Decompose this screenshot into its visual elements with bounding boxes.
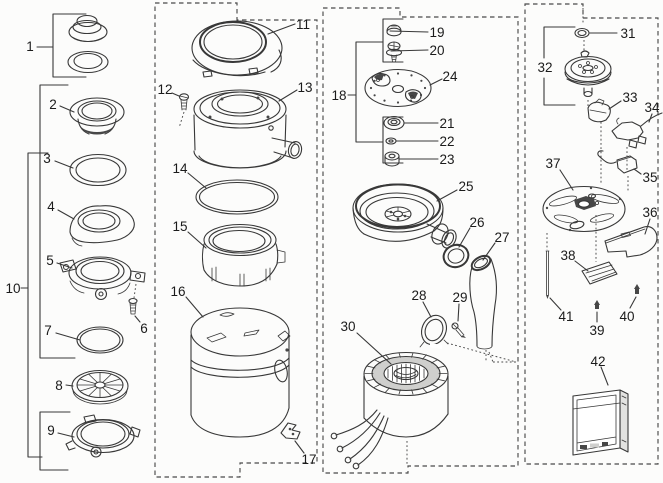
part-28-clamp-ring <box>419 314 449 349</box>
part-label-2: 2 <box>49 97 57 112</box>
leader-lines <box>54 23 653 454</box>
part-9-lower-mounting-ring <box>65 414 141 458</box>
part-12-housing-screw <box>178 93 190 129</box>
part-7-fiber-gasket <box>76 326 124 354</box>
part-29-clamp-screw <box>451 322 466 338</box>
part-15-support-collar <box>201 223 286 287</box>
part-label-41: 41 <box>558 309 573 324</box>
part-40-screw <box>634 284 640 294</box>
part-labels: 1 2 3 4 5 6 7 8 9 10 11 12 13 14 15 16 1… <box>5 17 660 467</box>
part-label-37: 37 <box>545 156 560 171</box>
part-label-25: 25 <box>458 179 473 194</box>
part-22-washer <box>385 137 397 145</box>
part-label-3: 3 <box>43 151 51 166</box>
part-label-18: 18 <box>331 88 346 103</box>
part-label-5: 5 <box>46 253 54 268</box>
part-label-13: 13 <box>297 80 312 95</box>
part-label-39: 39 <box>589 323 604 338</box>
part-3-flange-gasket <box>69 153 127 187</box>
part-36-cover-plate <box>604 226 658 258</box>
part-label-32: 32 <box>537 60 552 75</box>
part-label-31: 31 <box>620 26 635 41</box>
part-label-20: 20 <box>429 43 444 58</box>
part-label-1: 1 <box>26 39 34 54</box>
part-8-splash-baffle <box>71 369 129 405</box>
dashed-group-box-2 <box>154 2 318 478</box>
dashed-group-box-4 <box>524 3 659 465</box>
part-label-26: 26 <box>469 215 484 230</box>
part-label-23: 23 <box>439 152 454 167</box>
part-5-upper-mounting-ring <box>59 256 146 301</box>
part-label-36: 36 <box>642 205 657 220</box>
part-19-cap-nut <box>386 24 402 37</box>
part-label-29: 29 <box>452 290 467 305</box>
part-label-28: 28 <box>411 288 426 303</box>
part-label-4: 4 <box>47 199 55 214</box>
part-32-bearing-housing <box>564 50 612 108</box>
part-17-mounting-clip <box>280 422 301 440</box>
part-label-7: 7 <box>44 323 52 338</box>
part-label-15: 15 <box>172 219 187 234</box>
part-label-17: 17 <box>301 452 316 467</box>
part-label-11: 11 <box>296 17 310 32</box>
part-label-34: 34 <box>644 100 660 115</box>
part-label-16: 16 <box>170 284 185 299</box>
part-2-sink-flange <box>69 97 125 135</box>
part-label-24: 24 <box>442 69 458 84</box>
part-label-33: 33 <box>622 90 637 105</box>
part-label-10: 10 <box>5 281 20 296</box>
bracket-part-1 <box>36 13 87 78</box>
part-38-splice-plate <box>581 261 618 285</box>
part-20-screw <box>385 41 403 63</box>
part-31-lock-nut <box>574 8 590 51</box>
part-6-mounting-screw <box>128 283 138 315</box>
part-label-30: 30 <box>340 319 355 334</box>
part-21-bushing <box>383 115 405 131</box>
part-42-electrical-cover-panel <box>572 389 629 456</box>
part-24-grinding-turntable <box>364 68 432 108</box>
part-25-grind-chamber <box>352 183 457 249</box>
part-label-38: 38 <box>560 248 575 263</box>
part-13-upper-hopper-housing <box>193 89 303 169</box>
bracket-part-9 <box>39 411 71 471</box>
part-35-capacitor <box>597 150 638 192</box>
part-14-o-ring-seal <box>195 179 279 215</box>
part-label-22: 22 <box>439 134 454 149</box>
part-11-stopper-cover <box>191 20 283 78</box>
assembly-reference-dotted-lines <box>446 342 517 363</box>
bracket-part-18-group <box>347 18 404 164</box>
part-33-bearing-clip <box>587 98 611 183</box>
part-30-motor-stator <box>330 351 449 470</box>
bracket-part-10-group <box>20 152 49 458</box>
part-1-stopper-assembly <box>67 14 109 74</box>
part-label-9: 9 <box>47 423 55 438</box>
part-16-shell-housing <box>190 307 291 438</box>
part-27-discharge-elbow <box>469 254 497 362</box>
part-26-discharge-gasket <box>442 243 470 269</box>
bracket-parts-2-7 <box>39 84 76 359</box>
part-label-12: 12 <box>157 82 172 97</box>
part-34-terminal-bracket <box>611 112 663 170</box>
part-39-screw <box>594 300 600 309</box>
part-label-19: 19 <box>429 25 444 40</box>
part-41-pin <box>545 250 550 299</box>
part-37-motor-end-bell <box>542 185 626 262</box>
part-label-40: 40 <box>619 309 634 324</box>
part-label-21: 21 <box>439 116 454 131</box>
part-label-8: 8 <box>55 378 63 393</box>
part-label-42: 42 <box>590 354 605 369</box>
part-label-27: 27 <box>494 230 509 245</box>
part-label-6: 6 <box>140 321 148 336</box>
dashed-group-box-3 <box>322 7 519 474</box>
part-23-spacer <box>384 151 400 167</box>
part-label-35: 35 <box>642 170 657 185</box>
part-label-14: 14 <box>172 161 188 176</box>
bracket-part-32 <box>543 26 576 106</box>
part-4-mounting-gasket <box>69 205 135 247</box>
